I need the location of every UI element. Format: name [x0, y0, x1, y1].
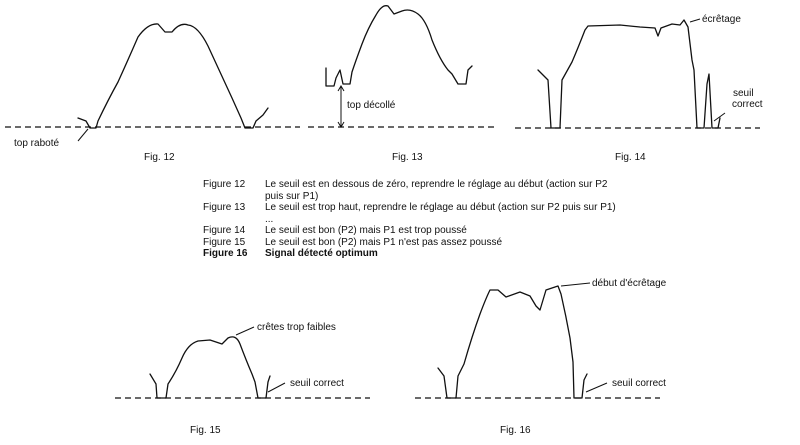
fig15-signal-curve: [149, 336, 271, 399]
fig14-clip-arrow: [689, 18, 701, 23]
figure-legend: Figure 12 Le seuil est en dessous de zér…: [203, 179, 623, 260]
fig15-caption: Fig. 15: [190, 425, 221, 436]
legend-item: Figure 16 Signal détecté optimum: [203, 248, 623, 260]
fig13-signal-curve: [325, 5, 473, 87]
fig13-caption: Fig. 13: [392, 152, 423, 163]
fig16-annotation-right: seuil correct: [612, 378, 666, 389]
fig-14: écrêtage seuil correct Fig. 14: [515, 14, 763, 163]
fig16-clip-arrow: [560, 282, 591, 287]
fig14-threshold-arrow: [713, 112, 726, 122]
legend-text: Signal détecté optimum: [265, 248, 378, 259]
fig15-threshold-arrow: [267, 382, 286, 393]
legend-item: Figure 15 Le seuil est bon (P2) mais P1 …: [203, 237, 623, 249]
legend-ellipsis: ...: [265, 213, 274, 225]
fig14-annotation-right-2: correct: [732, 99, 763, 110]
legend-key: Figure 16: [203, 248, 248, 259]
fig-13: top décollé Fig. 13: [308, 5, 497, 163]
legend-key: Figure 12: [203, 179, 246, 190]
fig16-annotation-top: début d'écrêtage: [592, 278, 667, 289]
fig15-annotation-right: seuil correct: [290, 378, 344, 389]
legend-text: Le seuil est bon (P2) mais P1 n'est pas …: [265, 236, 503, 248]
fig15-peak-arrow: [235, 326, 255, 336]
legend-text: Le seuil est en dessous de zéro, reprend…: [265, 179, 608, 202]
legend-key: Figure 13: [203, 202, 246, 213]
legend-item: Figure 12 Le seuil est en dessous de zér…: [203, 179, 623, 202]
fig16-signal-curve: [437, 285, 588, 399]
fig16-threshold-arrow: [585, 382, 608, 393]
legend-item: Figure 13 Le seuil est trop haut, repren…: [203, 202, 623, 225]
fig14-annotation-right-1: seuil: [733, 88, 754, 99]
fig12-caption: Fig. 12: [144, 152, 175, 163]
fig14-caption: Fig. 14: [615, 152, 646, 163]
fig13-annotation: top décollé: [347, 100, 396, 111]
fig14-signal-curve: [537, 19, 721, 129]
fig12-signal-curve: [77, 23, 269, 129]
fig12-arrow: [77, 128, 89, 142]
fig13-arrowheads: [337, 85, 345, 128]
fig-15: crêtes trop faibles seuil correct Fig. 1…: [115, 322, 370, 436]
fig-16: début d'écrêtage seuil correct Fig. 16: [415, 278, 667, 436]
fig-12: top raboté Fig. 12: [5, 23, 300, 163]
legend-key: Figure 15: [203, 236, 246, 248]
fig14-annotation-top: écrêtage: [702, 14, 741, 25]
fig15-annotation-top: crêtes trop faibles: [257, 322, 336, 333]
legend-text: Le seuil est trop haut, reprendre le rég…: [265, 202, 616, 225]
legend-key: Figure 14: [203, 225, 246, 236]
legend-item: Figure 14 Le seuil est bon (P2) mais P1 …: [203, 225, 623, 237]
fig16-caption: Fig. 16: [500, 425, 531, 436]
legend-text: Le seuil est bon (P2) mais P1 est trop p…: [265, 225, 467, 236]
fig12-annotation: top raboté: [14, 138, 59, 149]
